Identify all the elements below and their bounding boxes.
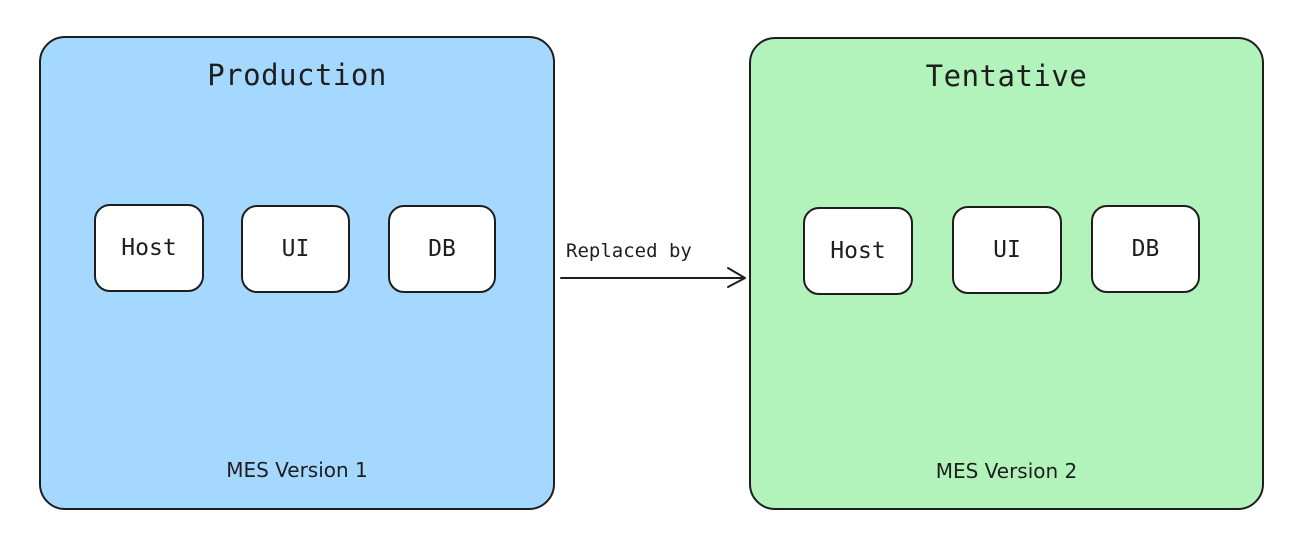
environment-version-label: MES Version 1 bbox=[226, 458, 368, 482]
ui-component: UI bbox=[952, 206, 1062, 294]
environment-title: Production bbox=[207, 58, 387, 92]
replaced-by-arrow bbox=[560, 267, 746, 288]
db-component: DB bbox=[1091, 205, 1200, 293]
connector-label: Replaced by bbox=[566, 240, 692, 262]
db-component: DB bbox=[388, 205, 496, 293]
production-environment: Production Host UI DB MES Version 1 bbox=[39, 36, 555, 510]
host-component: Host bbox=[803, 207, 913, 295]
environment-title: Tentative bbox=[925, 59, 1088, 93]
environment-version-label: MES Version 2 bbox=[935, 459, 1078, 483]
ui-component: UI bbox=[241, 205, 350, 293]
host-component: Host bbox=[94, 204, 204, 292]
tentative-environment: Tentative Host UI DB MES Version 2 bbox=[749, 37, 1264, 510]
